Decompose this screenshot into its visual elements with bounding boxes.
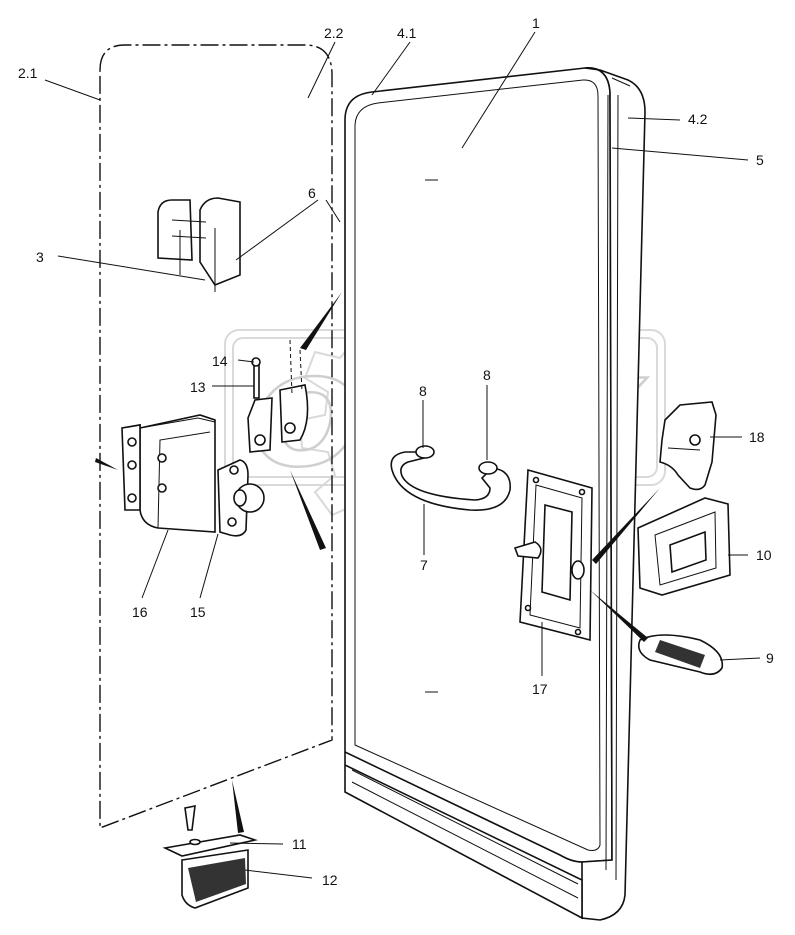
callout-15: 15 [190,604,206,620]
callout-11: 11 [292,836,307,852]
latch-bracket [121,414,216,533]
callout-12: 12 [322,872,338,888]
door-handle [390,445,511,511]
callout-17: 17 [532,681,548,697]
callout-6: 6 [308,185,316,201]
callout-8b: 8 [483,367,491,383]
callout-18: 18 [749,429,765,445]
hinge [247,339,309,453]
fastener-plate [162,804,259,857]
brush-strip [181,849,249,909]
lock-plate [513,468,593,642]
callout-4-2: 4.2 [688,111,708,127]
callout-7: 7 [420,557,428,573]
leader-lines [44,31,761,879]
callout-1: 1 [532,15,540,31]
assembly-arrows [95,292,660,833]
door-stop [217,459,265,537]
callout-16: 16 [132,604,148,620]
callout-3: 3 [36,249,44,265]
callout-14: 14 [212,353,228,369]
callout-2-1: 2.1 [18,65,38,81]
callout-4-1: 4.1 [397,25,417,41]
seal-profile [157,197,241,292]
callout-10: 10 [756,547,772,563]
glass-panel [99,44,333,830]
callout-8a: 8 [419,383,427,399]
callout-5: 5 [756,152,764,168]
callout-13: 13 [190,379,206,395]
callout-labels: 2.1 2.2 4.1 1 4.2 5 6 3 14 13 8 8 18 10 … [18,15,774,888]
callout-9: 9 [766,650,774,666]
keeper [659,401,717,491]
door-assembly [344,67,646,921]
callout-2-2: 2.2 [324,25,344,41]
recessed-handle [637,497,731,596]
handle-grip [637,634,724,676]
